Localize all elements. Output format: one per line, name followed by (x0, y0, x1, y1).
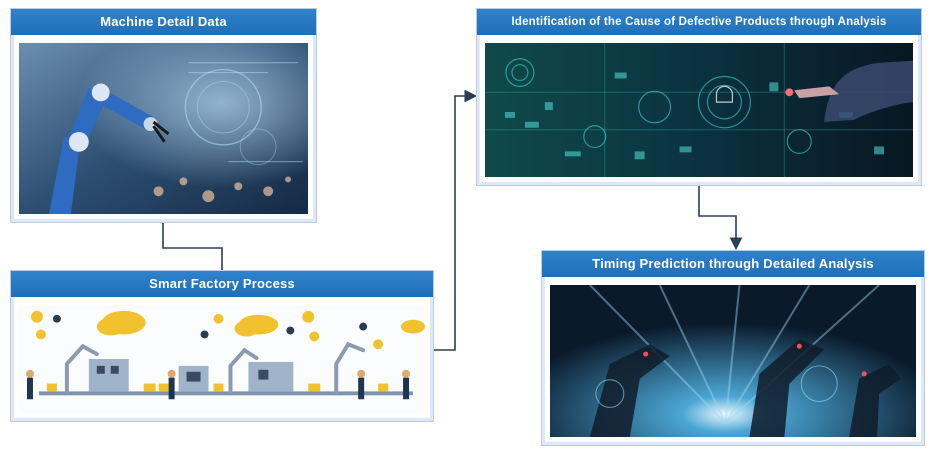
robotic-assembly-image (550, 285, 916, 437)
circuit-control-image (485, 43, 913, 177)
factory-line-illustration (19, 305, 425, 413)
panel-title: Identification of the Cause of Defective… (477, 9, 921, 35)
panel-smart-factory-process: Smart Factory Process (10, 270, 434, 422)
connector-machine-to-smart (162, 223, 223, 270)
panel-title: Machine Detail Data (11, 9, 316, 35)
panel-title: Smart Factory Process (11, 271, 433, 297)
panel-timing-prediction: Timing Prediction through Detailed Analy… (541, 250, 925, 446)
panel-title: Timing Prediction through Detailed Analy… (542, 251, 924, 277)
panel-defect-cause-identification: Identification of the Cause of Defective… (476, 8, 922, 186)
robot-arm-image (19, 43, 308, 214)
panel-machine-detail-data: Machine Detail Data (10, 8, 317, 223)
connector-smart-to-defect (434, 89, 478, 351)
connector-defect-to-timing (698, 186, 743, 251)
